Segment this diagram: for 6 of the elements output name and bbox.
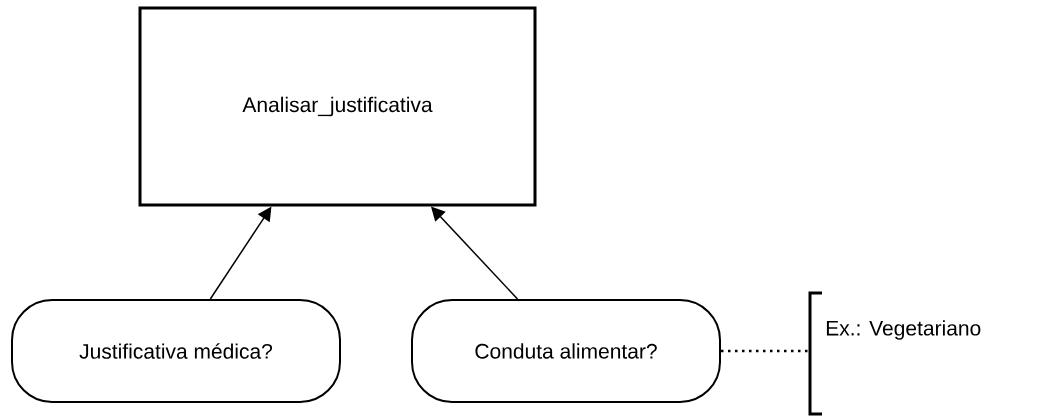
rounded-box: Conduta alimentar?	[411, 299, 721, 403]
dotted-connector	[721, 349, 810, 353]
rounded-box: Justificativa médica?	[11, 299, 341, 403]
process-box: Analisar_justificativa	[138, 6, 537, 207]
arrow	[431, 206, 519, 300]
bracket-annotation: Ex.: Vegetariano	[808, 291, 981, 416]
